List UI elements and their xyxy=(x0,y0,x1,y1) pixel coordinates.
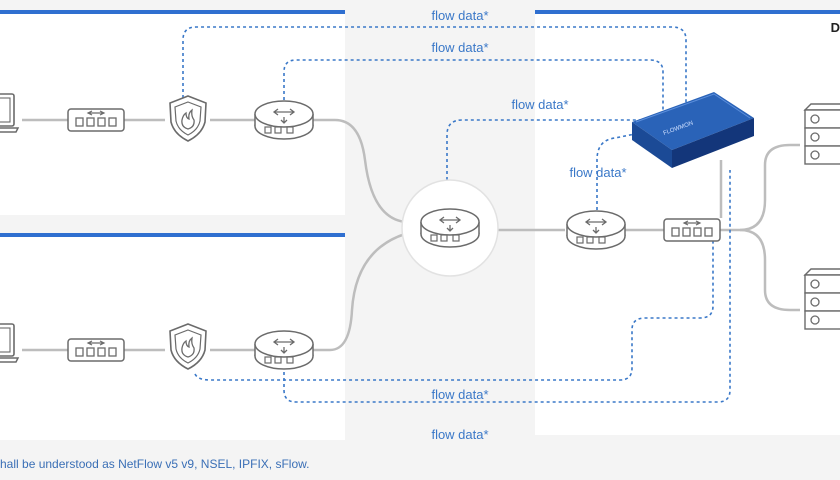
flow-label-1: flow data* xyxy=(431,8,488,23)
top-right-accent-bar xyxy=(535,10,840,14)
flow-data-lines xyxy=(182,26,731,403)
router-icon xyxy=(254,100,314,140)
flow-label-3: flow data* xyxy=(511,97,568,112)
laptop-icon xyxy=(0,93,19,133)
flow-label-2: flow data* xyxy=(431,40,488,55)
flow-labels: flow data* flow data* flow data* flow da… xyxy=(431,8,626,442)
router-icon xyxy=(254,330,314,370)
appliance-icon: FLOWMON xyxy=(632,92,754,168)
server-icon xyxy=(804,103,840,165)
firewall-icon xyxy=(169,95,207,142)
bottom-left-accent-bar xyxy=(0,233,345,237)
switch-icon xyxy=(67,338,125,362)
flow-label-5: flow data* xyxy=(431,387,488,402)
router-icon xyxy=(566,210,626,250)
corner-label: D xyxy=(830,20,840,35)
switch-icon xyxy=(663,218,721,242)
flow-label-6: flow data* xyxy=(431,427,488,442)
core-router-icon xyxy=(401,179,499,277)
network-links xyxy=(22,118,800,352)
top-left-accent-bar xyxy=(0,10,345,14)
flow-label-4: flow data* xyxy=(569,165,626,180)
server-icon xyxy=(804,268,840,330)
footnote: hall be understood as NetFlow v5 v9, NSE… xyxy=(0,457,310,471)
firewall-icon xyxy=(169,323,207,370)
switch-icon xyxy=(67,108,125,132)
laptop-icon xyxy=(0,323,19,363)
